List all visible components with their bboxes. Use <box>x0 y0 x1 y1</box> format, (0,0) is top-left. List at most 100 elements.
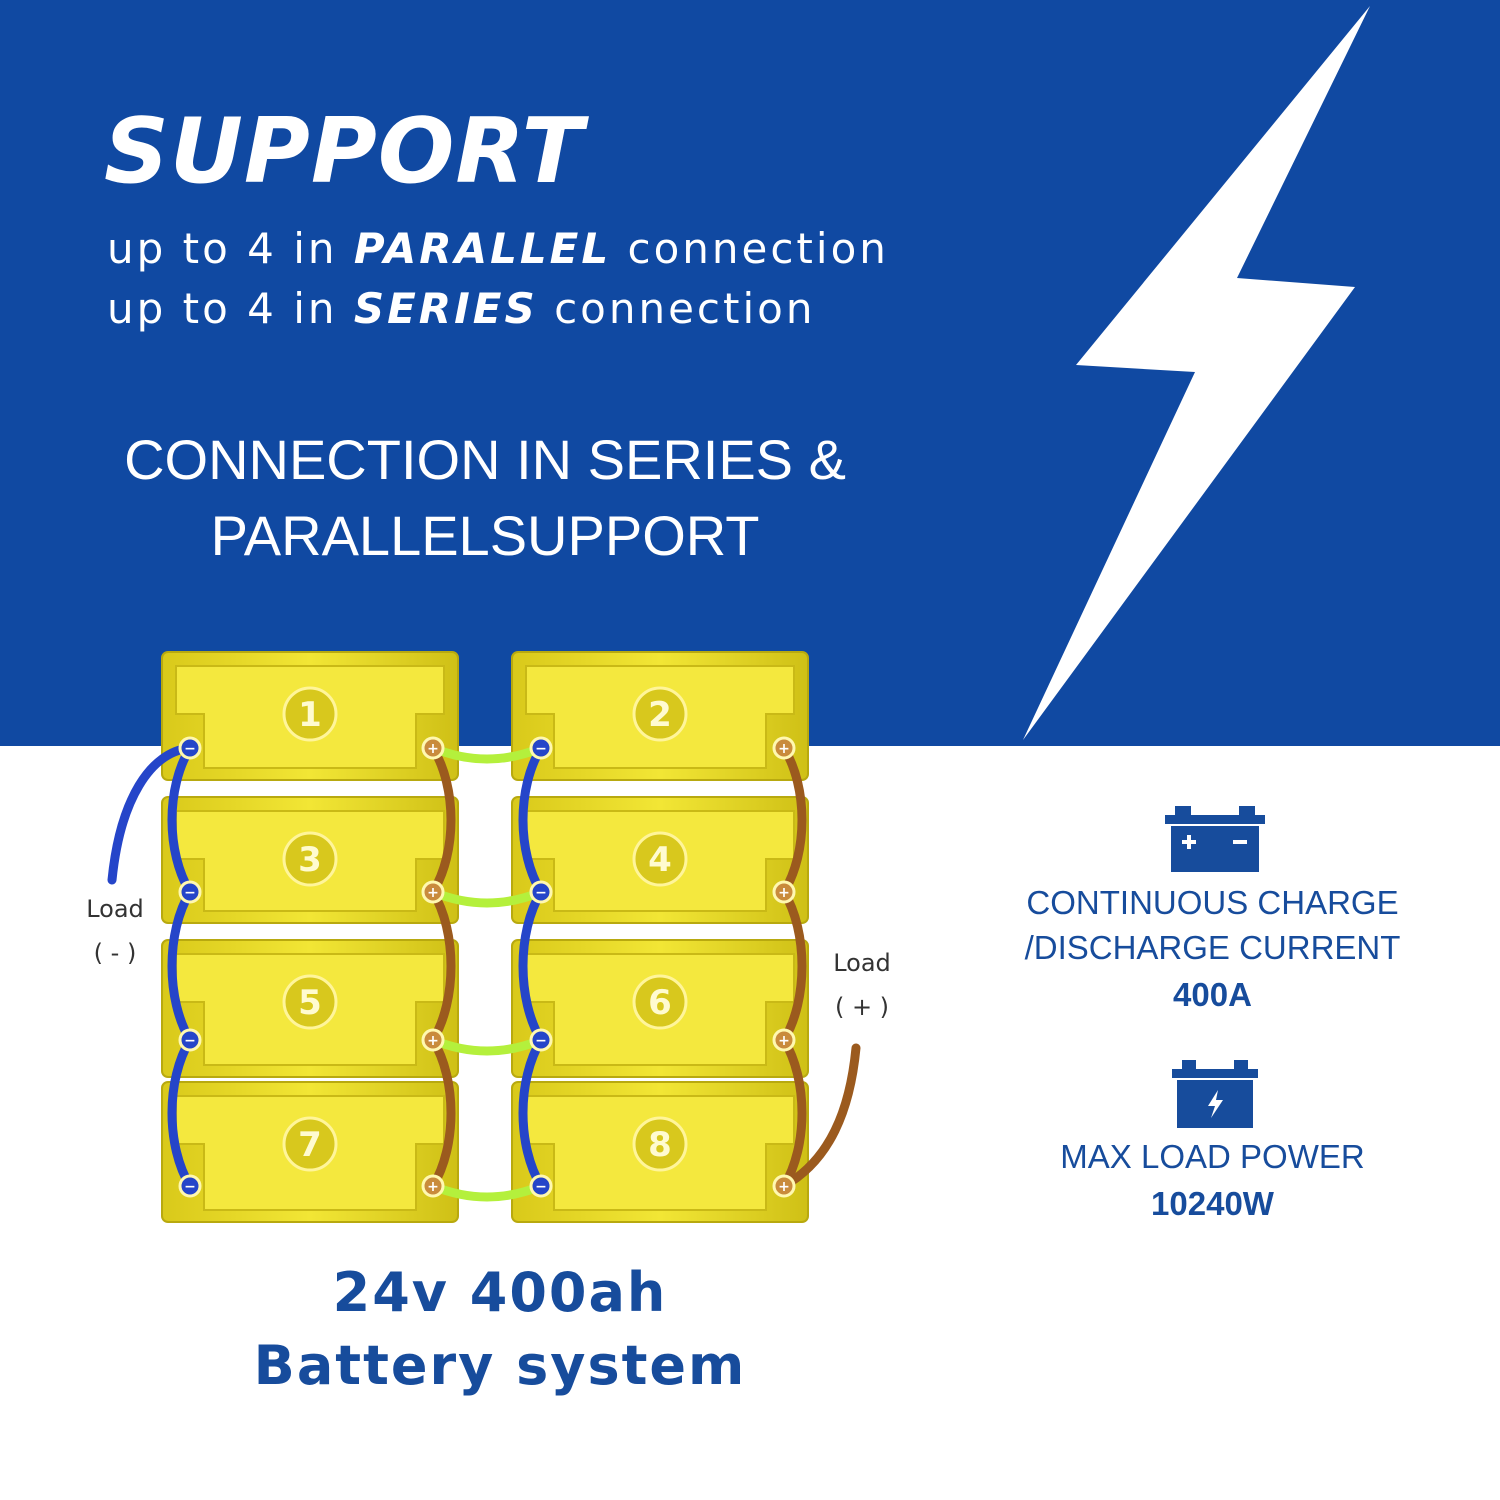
battery-number-badge <box>282 686 338 742</box>
load-negative-sign: ( - ) <box>93 939 137 967</box>
battery-number-label: 1 <box>298 695 322 735</box>
battery-grid: 1 2 3 4 5 6 7 8 <box>161 651 809 1223</box>
load-positive-sign: ( + ) <box>834 993 890 1021</box>
terminal-sign: − <box>535 1033 547 1049</box>
positive-link-wire <box>428 887 456 1045</box>
battery-2: 2 <box>511 651 809 781</box>
battery-number-label: 2 <box>648 695 672 735</box>
positive-terminal: + <box>421 736 445 760</box>
terminal-sign: − <box>184 1179 196 1195</box>
negative-link-wire <box>518 743 546 897</box>
positive-link-wire <box>428 1035 456 1191</box>
negative-link-wire <box>167 1035 195 1191</box>
connection-title-line1: CONNECTION IN SERIES & <box>124 428 846 491</box>
terminal-sign: + <box>778 1033 790 1049</box>
negative-link-wire <box>167 743 195 897</box>
series-keyword: SERIES <box>353 284 538 333</box>
charge-spec: CONTINUOUS CHARGE /DISCHARGE CURRENT 400… <box>1000 886 1425 1011</box>
parallel-suffix: connection <box>611 224 889 273</box>
battery-4: 4 <box>511 796 809 924</box>
negative-link-wire <box>167 887 195 1045</box>
parallel-bridge-wire <box>428 1035 546 1056</box>
terminal-sign: + <box>778 885 790 901</box>
charge-spec-line1: CONTINUOUS CHARGE <box>1026 884 1399 921</box>
terminal-sign: + <box>427 885 439 901</box>
power-spec-value: 10240W <box>1151 1185 1274 1222</box>
negative-terminal: − <box>178 1028 202 1052</box>
terminals-layer: − + − + − + − + − + − + − + − + <box>178 736 796 1198</box>
positive-link-wire <box>779 887 807 1045</box>
parallel-bridge-wire <box>428 887 546 908</box>
battery-8: 8 <box>511 1081 809 1223</box>
load-negative-label: Load ( - ) <box>78 897 152 965</box>
negative-terminal: − <box>178 880 202 904</box>
series-suffix: connection <box>537 284 816 333</box>
terminal-sign: + <box>778 1179 790 1195</box>
power-spec: MAX LOAD POWER 10240W <box>1000 1140 1425 1220</box>
battery-number-label: 3 <box>298 840 322 880</box>
positive-terminal: + <box>772 1174 796 1198</box>
positive-link-wire <box>779 1035 807 1191</box>
negative-terminal: − <box>178 736 202 760</box>
series-prefix: up to 4 in <box>107 284 354 333</box>
negative-link-wire <box>518 887 546 1045</box>
negative-terminal: − <box>529 1028 553 1052</box>
battery-number-label: 5 <box>298 983 322 1023</box>
positive-terminal: + <box>421 880 445 904</box>
terminal-sign: − <box>184 885 196 901</box>
load-positive-wire <box>779 1043 861 1191</box>
load-positive-label: Load ( + ) <box>822 951 902 1019</box>
positive-terminal: + <box>421 1174 445 1198</box>
positive-terminal: + <box>772 880 796 904</box>
negative-terminal: − <box>529 880 553 904</box>
battery-number-label: 6 <box>648 983 672 1023</box>
negative-terminal: − <box>178 1174 202 1198</box>
battery-number-label: 4 <box>648 840 672 880</box>
system-caption: Battery system <box>253 1334 747 1397</box>
battery-5: 5 <box>161 939 459 1078</box>
battery-number-badge <box>632 686 688 742</box>
terminal-sign: − <box>184 1033 196 1049</box>
battery-plus-minus-icon <box>1165 806 1265 872</box>
parallel-prefix: up to 4 in <box>107 224 354 273</box>
battery-number-badge <box>632 1116 688 1172</box>
battery-number-badge <box>282 831 338 887</box>
headline: SUPPORT <box>104 99 584 204</box>
terminal-sign: − <box>535 1179 547 1195</box>
parallel-support-line: up to 4 in PARALLEL connection <box>107 228 889 270</box>
terminal-sign: − <box>184 741 196 757</box>
charge-spec-value: 400A <box>1173 976 1252 1013</box>
positive-link-wire <box>428 743 456 897</box>
system-voltage-capacity: 24v 400ah <box>332 1261 668 1324</box>
series-support-line: up to 4 in SERIES connection <box>107 288 815 330</box>
load-negative-wire <box>107 743 195 885</box>
load-negative-word: Load <box>86 895 144 923</box>
terminal-sign: + <box>427 741 439 757</box>
terminal-sign: − <box>535 885 547 901</box>
positive-terminal: + <box>421 1028 445 1052</box>
battery-bolt-icon <box>1172 1060 1258 1128</box>
parallel-bridge-wire <box>428 1181 546 1202</box>
battery-wiring-diagram: 1 2 3 4 5 6 7 8 − + − + − + − + − + − + − + − + <box>107 651 861 1223</box>
parallel-keyword: PARALLEL <box>353 224 612 273</box>
battery-3: 3 <box>161 796 459 924</box>
positive-link-wire <box>779 743 807 897</box>
negative-terminal: − <box>529 736 553 760</box>
battery-number-label: 7 <box>298 1125 322 1165</box>
load-positive-word: Load <box>833 949 891 977</box>
battery-number-badge <box>282 1116 338 1172</box>
positive-terminal: + <box>772 1028 796 1052</box>
terminal-sign: + <box>427 1179 439 1195</box>
battery-number-label: 8 <box>648 1125 672 1165</box>
terminal-sign: + <box>427 1033 439 1049</box>
terminal-sign: + <box>778 741 790 757</box>
battery-7: 7 <box>161 1081 459 1223</box>
battery-6: 6 <box>511 939 809 1078</box>
parallel-bridge-wire <box>428 743 546 764</box>
wires-layer <box>107 743 861 1202</box>
terminal-sign: − <box>535 741 547 757</box>
negative-link-wire <box>518 1035 546 1191</box>
battery-1: 1 <box>161 651 459 781</box>
battery-number-badge <box>282 974 338 1030</box>
battery-number-badge <box>632 831 688 887</box>
